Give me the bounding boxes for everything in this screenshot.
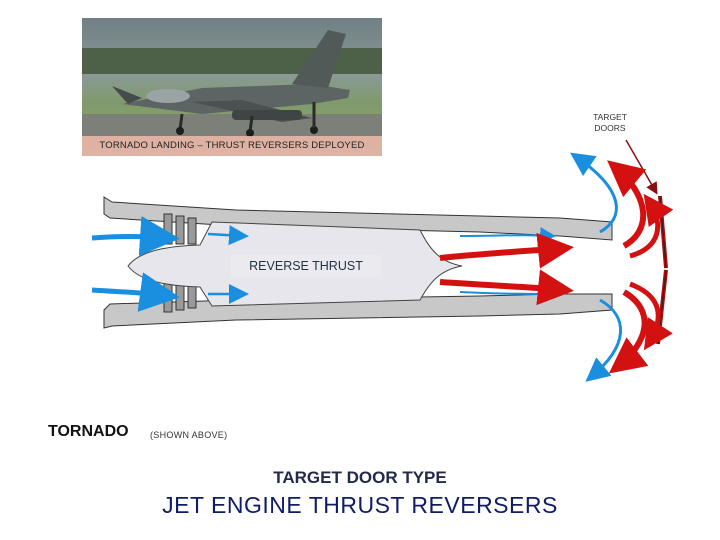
aircraft-name: TORNADO bbox=[48, 423, 129, 440]
target-doors-label: TARGET DOORS bbox=[588, 112, 632, 134]
tornado-aircraft bbox=[112, 30, 350, 137]
photo-caption: TORNADO LANDING – THRUST REVERSERS DEPLO… bbox=[82, 136, 382, 156]
aircraft-image bbox=[82, 30, 382, 137]
target-doors-label-line-1: TARGET bbox=[593, 112, 627, 122]
aircraft-note: (SHOWN ABOVE) bbox=[150, 430, 228, 440]
intake-flow-arrows bbox=[91, 152, 623, 382]
runway bbox=[82, 114, 382, 136]
tornado-landing-photo: TORNADO LANDING – THRUST REVERSERS DEPLO… bbox=[82, 18, 382, 156]
page-title: JET ENGINE THRUST REVERSERS bbox=[162, 492, 558, 518]
upper-nacelle-wall bbox=[103, 196, 613, 241]
target-doors-label-line-2: DOORS bbox=[594, 123, 626, 133]
subtitle: TARGET DOOR TYPE bbox=[273, 468, 447, 487]
reverse-flow-arrows bbox=[439, 160, 674, 374]
reverse-thrust-label: REVERSE THRUST bbox=[231, 255, 381, 277]
